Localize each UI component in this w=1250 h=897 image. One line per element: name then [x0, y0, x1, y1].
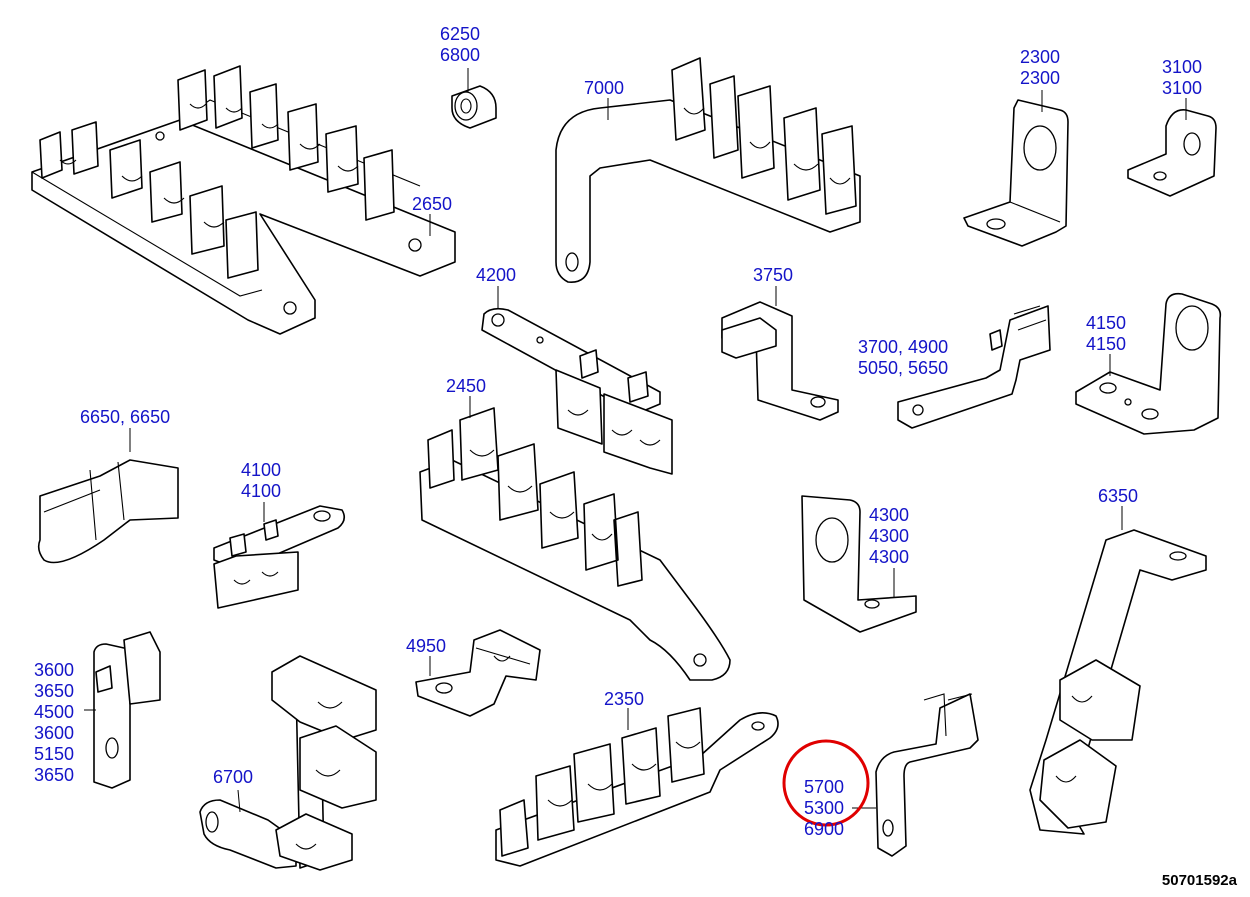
- leader-lines: [84, 68, 1187, 813]
- part-2450-clip-rail[interactable]: [419, 407, 731, 681]
- highlight-circle: [782, 739, 870, 827]
- callout-3750[interactable]: 3750: [753, 265, 794, 285]
- part-3600-strap[interactable]: [93, 631, 161, 789]
- callout-2650[interactable]: 2650: [412, 194, 453, 214]
- part-4300-bracket[interactable]: [801, 495, 917, 633]
- part-3100-bracket[interactable]: [1127, 109, 1217, 197]
- callout-4950[interactable]: 4950: [406, 636, 447, 656]
- part-2650-clip-rail[interactable]: [31, 65, 456, 335]
- part-4100-bar-clip[interactable]: [213, 505, 346, 609]
- callout-4200[interactable]: 4200: [476, 265, 517, 285]
- part-3750-bracket[interactable]: [721, 301, 839, 421]
- callout-6350[interactable]: 6350: [1098, 486, 1139, 506]
- part-3700-bracket[interactable]: [897, 305, 1051, 429]
- part-6650-clip[interactable]: [37, 459, 179, 564]
- part-6250-spacer[interactable]: [451, 85, 497, 129]
- drawing-number: 50701592a: [1161, 872, 1237, 889]
- part-4200-bar-clips[interactable]: [481, 307, 673, 475]
- part-5700-bracket[interactable]: [875, 693, 979, 857]
- part-2300-bracket[interactable]: [963, 99, 1069, 247]
- part-4950-bracket[interactable]: [415, 629, 541, 717]
- part-6350-bracket[interactable]: [1029, 529, 1207, 835]
- callout-2450[interactable]: 2450: [446, 376, 487, 396]
- part-2350-clip-rail[interactable]: [495, 707, 779, 867]
- part-7000-bracket-clips[interactable]: [555, 57, 861, 283]
- part-4150-bracket[interactable]: [1075, 292, 1222, 435]
- callout-6700[interactable]: 6700: [213, 767, 254, 787]
- callout-2350[interactable]: 2350: [604, 689, 645, 709]
- callout-6650[interactable]: 6650, 6650: [80, 407, 171, 427]
- part-6700-bracket-clips[interactable]: [199, 655, 377, 871]
- callout-7000[interactable]: 7000: [584, 78, 625, 98]
